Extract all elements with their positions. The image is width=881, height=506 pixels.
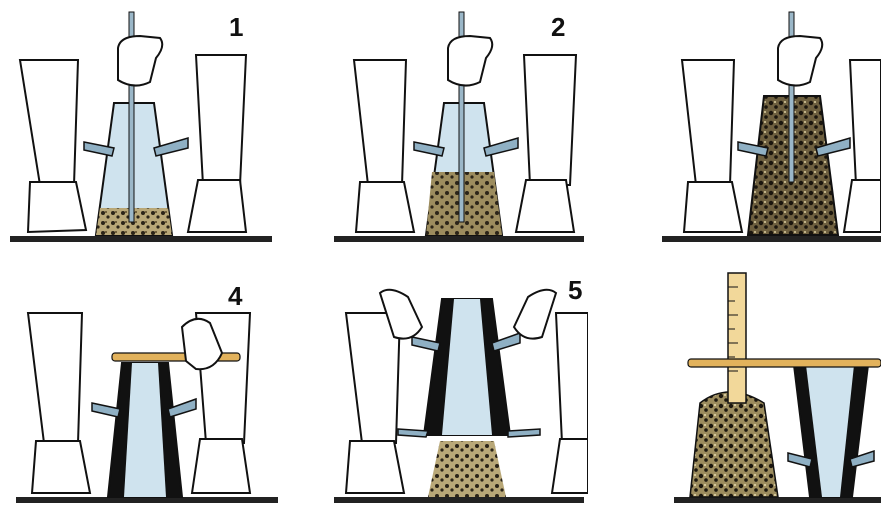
cone-handle-left bbox=[737, 141, 769, 157]
left-shoe bbox=[26, 181, 88, 234]
cone-handle-right bbox=[815, 136, 851, 157]
left-shoe bbox=[354, 181, 416, 233]
step-4-illustration bbox=[16, 312, 278, 503]
right-shoe bbox=[190, 438, 252, 494]
cone-foot-left bbox=[397, 428, 430, 438]
right-leg bbox=[194, 54, 248, 186]
straight-edge-rod bbox=[687, 358, 881, 368]
cone-handle-left bbox=[411, 336, 441, 352]
right-shoe bbox=[186, 179, 248, 233]
right-shoe bbox=[514, 179, 576, 233]
cone-handle-right bbox=[483, 136, 519, 157]
base-plate bbox=[662, 236, 881, 242]
cone-foot-right bbox=[507, 428, 541, 438]
cone-handle-left bbox=[83, 141, 115, 157]
step-5-panel: 5 bbox=[294, 253, 588, 506]
right-leg bbox=[848, 59, 881, 186]
step-2-illustration bbox=[334, 11, 584, 242]
step-1-panel: 1 bbox=[0, 0, 294, 253]
cone-handle-right bbox=[849, 449, 875, 468]
base-plate bbox=[10, 236, 272, 242]
cone-handle-right bbox=[167, 397, 197, 418]
right-leg bbox=[554, 312, 588, 444]
concrete-slump bbox=[689, 391, 779, 498]
left-leg bbox=[26, 312, 84, 444]
tamping-rod bbox=[788, 11, 795, 183]
base-plate bbox=[334, 497, 584, 503]
left-shoe bbox=[682, 181, 744, 233]
right-shoe bbox=[550, 438, 588, 494]
hand bbox=[180, 317, 224, 371]
cone-highlight bbox=[442, 299, 492, 435]
left-leg bbox=[680, 59, 736, 186]
cone-handle-left bbox=[91, 402, 121, 418]
cone-handle-left bbox=[787, 452, 813, 468]
cone-handle-right bbox=[153, 136, 189, 157]
right-hand bbox=[512, 288, 558, 340]
tamping-rod bbox=[458, 11, 465, 223]
left-shoe bbox=[344, 440, 406, 494]
concrete-slump bbox=[428, 441, 506, 497]
step-4-panel: 4 bbox=[0, 253, 294, 506]
step-6-illustration bbox=[674, 272, 881, 503]
left-leg bbox=[18, 59, 80, 186]
right-shoe bbox=[842, 179, 881, 233]
tamping-rod bbox=[128, 11, 135, 223]
base-plate bbox=[674, 497, 881, 503]
cone-handle-right bbox=[491, 331, 521, 352]
step-3-panel bbox=[588, 0, 881, 253]
left-leg bbox=[344, 312, 402, 444]
step-4-number: 4 bbox=[228, 281, 243, 311]
step-1-illustration bbox=[10, 11, 272, 242]
step-2-number: 2 bbox=[551, 12, 566, 42]
hand bbox=[117, 34, 164, 87]
cone-highlight bbox=[806, 365, 854, 497]
left-leg bbox=[352, 59, 408, 186]
step-6-panel bbox=[588, 253, 881, 506]
step-5-number: 5 bbox=[568, 275, 583, 305]
left-hand bbox=[378, 288, 424, 340]
step-3-illustration bbox=[662, 11, 881, 242]
step-5-illustration bbox=[334, 288, 588, 503]
right-leg bbox=[522, 54, 578, 186]
base-plate bbox=[16, 497, 278, 503]
hand bbox=[777, 34, 824, 87]
cone-highlight bbox=[124, 363, 166, 497]
step-2-panel: 2 bbox=[294, 0, 588, 253]
measuring-ruler bbox=[727, 272, 747, 404]
cone-handle-left bbox=[413, 141, 445, 157]
hand bbox=[447, 34, 494, 87]
ruler-ticks bbox=[728, 286, 738, 372]
left-shoe bbox=[30, 440, 92, 494]
step-1-number: 1 bbox=[229, 12, 244, 42]
base-plate bbox=[334, 236, 584, 242]
